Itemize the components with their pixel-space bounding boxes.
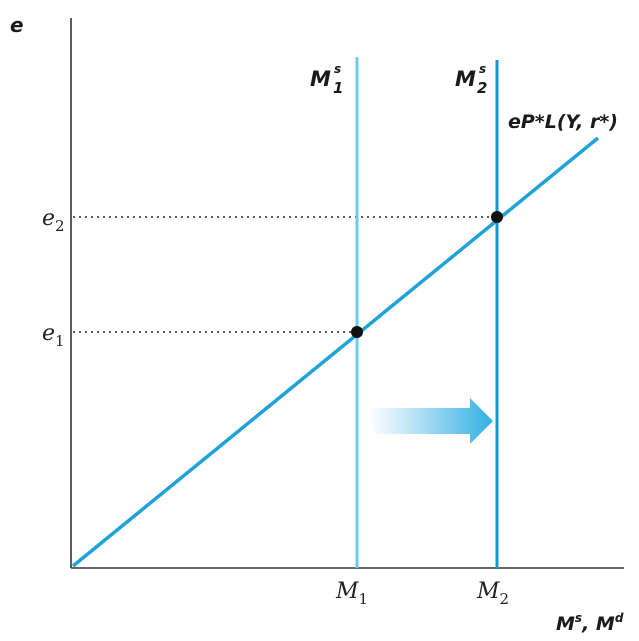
equilibrium-point-2: [491, 211, 503, 223]
svg-text:1: 1: [333, 79, 343, 97]
money-demand-line: [71, 136, 600, 568]
y-axis-label: e: [10, 13, 24, 37]
svg-text:s: s: [479, 62, 486, 76]
svg-text:M: M: [310, 67, 331, 91]
svg-text:2: 2: [477, 79, 487, 97]
tick-label-M1: M1: [335, 579, 368, 608]
money-supply-2-label: M s 2: [455, 62, 487, 97]
x-axis-label: Ms, Md: [556, 611, 624, 635]
equilibrium-point-1: [351, 326, 363, 338]
shift-arrow: [367, 398, 493, 444]
money-demand-label: eP*L(Y, r*): [508, 111, 618, 133]
svg-text:s: s: [334, 62, 341, 76]
money-supply-1-label: M s 1: [310, 62, 343, 97]
tick-label-e1: e1: [42, 321, 65, 350]
svg-text:M: M: [455, 67, 476, 91]
tick-label-e2: e2: [42, 206, 65, 235]
svg-text:Ms, Md: Ms, Md: [556, 611, 624, 635]
tick-label-M2: M2: [476, 579, 509, 608]
